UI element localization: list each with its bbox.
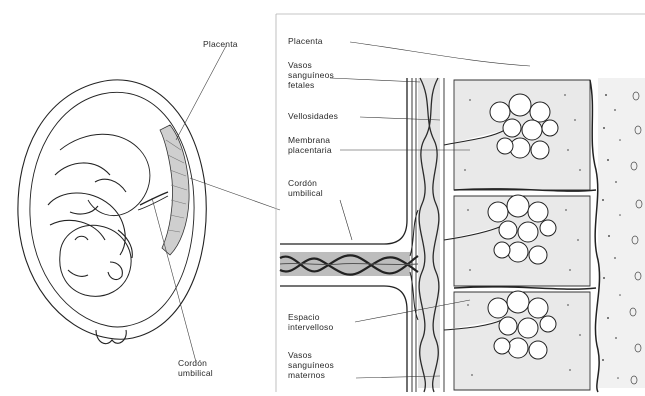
- label-villi: Vellosidades: [288, 111, 338, 121]
- label-cord: Cordón umbilical: [288, 178, 323, 198]
- fetal-vessel-frame: [280, 78, 412, 392]
- label-placenta: Placenta: [288, 36, 323, 46]
- label-membrane: Membrana placentaria: [288, 135, 332, 155]
- label-maternal-vessels: Vasos sanguíneos maternos: [288, 350, 334, 380]
- left-leaders: [152, 46, 280, 362]
- label-fetal-vessels: Vasos sanguíneos fetales: [288, 60, 334, 90]
- uterus-illustration: [18, 80, 206, 344]
- label-left-placenta: Placenta: [203, 39, 238, 49]
- umbilical-cord: [280, 252, 418, 276]
- label-intervillous: Espacio intervelloso: [288, 312, 333, 332]
- connecting-vessels: [410, 210, 418, 320]
- label-left-cord: Cordón umbilical: [178, 358, 213, 378]
